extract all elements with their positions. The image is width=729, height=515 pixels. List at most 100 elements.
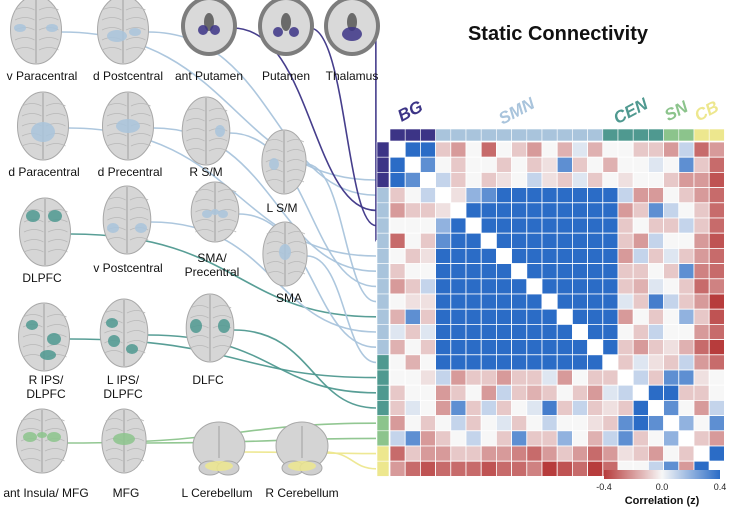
top-strip-smn [466,129,481,141]
colorbar-tick-label: 0.4 [714,482,727,492]
matrix-cell [679,218,694,233]
matrix-cell [466,279,481,294]
matrix-cell [405,264,420,279]
matrix-cell [709,370,724,385]
matrix-cell [572,218,587,233]
matrix-cell [557,400,572,415]
matrix-cell [572,157,587,172]
colorbar-tick-label: -0.4 [596,482,612,492]
matrix-cell [664,370,679,385]
left-strip-smn [377,188,389,203]
matrix-cell [679,370,694,385]
region-label: DLFC [192,373,224,387]
left-strip-bg [377,142,389,157]
matrix-cell [648,370,663,385]
matrix-cell [694,279,709,294]
activation-blob [14,24,26,32]
colorbar-title: Correlation (z) [625,495,700,507]
matrix-cell [709,340,724,355]
matrix-cell [603,218,618,233]
matrix-cell [390,233,405,248]
top-strip-cb [709,129,724,141]
brain-panel: SMA [263,222,307,305]
matrix-cell [633,233,648,248]
matrix-cell [588,324,603,339]
matrix-cell [603,203,618,218]
matrix-cell [603,172,618,187]
matrix-cell [679,157,694,172]
matrix-cell [527,279,542,294]
brain-panel: R S/M [182,97,230,179]
matrix-cell [664,416,679,431]
top-strip-smn [481,129,496,141]
brain-panel: Putamen [258,0,314,83]
matrix-cell [496,157,511,172]
matrix-cell [481,157,496,172]
left-strip-smn [377,218,389,233]
matrix-cell [420,309,435,324]
matrix-cell [618,279,633,294]
matrix-cell [420,218,435,233]
matrix-cell [496,355,511,370]
matrix-cell [512,446,527,461]
region-label: ant Insula/ MFG [3,486,88,500]
matrix-cell [557,461,572,476]
matrix-cell [466,203,481,218]
matrix-cell [572,279,587,294]
matrix-cell [512,370,527,385]
matrix-cell [390,400,405,415]
matrix-cell [466,157,481,172]
matrix-cell [512,416,527,431]
matrix-cell [512,400,527,415]
matrix-cell [694,309,709,324]
brain-panel: v Postcentral [93,186,162,275]
activation-blob [113,433,135,445]
matrix-cell [542,203,557,218]
matrix-cell [694,157,709,172]
matrix-cell [512,340,527,355]
top-strip-cen [618,129,633,141]
matrix-cell [436,279,451,294]
matrix-cell [603,248,618,263]
matrix-cell [679,309,694,324]
matrix-cell [451,279,466,294]
top-strip-smn [542,129,557,141]
matrix-cell [679,233,694,248]
matrix-cell [557,309,572,324]
left-strip-smn [377,203,389,218]
matrix-cell [436,385,451,400]
network-label-smn: SMN [495,94,538,129]
matrix-cell [633,309,648,324]
matrix-cell [542,431,557,446]
matrix-cell [588,370,603,385]
connection-line [324,452,376,469]
matrix-cell [648,233,663,248]
left-strip-smn [377,248,389,263]
matrix-cell [436,324,451,339]
matrix-cell [633,188,648,203]
matrix-cell [664,446,679,461]
matrix-cell [466,446,481,461]
matrix-cell [588,446,603,461]
matrix-cell [664,400,679,415]
matrix-cell [618,370,633,385]
matrix-cell [542,248,557,263]
matrix-cell [557,385,572,400]
matrix-cell [648,431,663,446]
matrix-cell [694,172,709,187]
matrix-cell [603,385,618,400]
matrix-cell [618,400,633,415]
matrix-cell [527,142,542,157]
matrix-cell [420,203,435,218]
matrix-cell [527,461,542,476]
matrix-cell [603,279,618,294]
matrix-cell [633,400,648,415]
matrix-cell [420,446,435,461]
matrix-cell [496,400,511,415]
region-label: DLPFC [26,387,66,401]
matrix-cell [603,233,618,248]
matrix-cell [633,385,648,400]
top-strip-smn [436,129,451,141]
matrix-cell [527,385,542,400]
matrix-cell [466,416,481,431]
